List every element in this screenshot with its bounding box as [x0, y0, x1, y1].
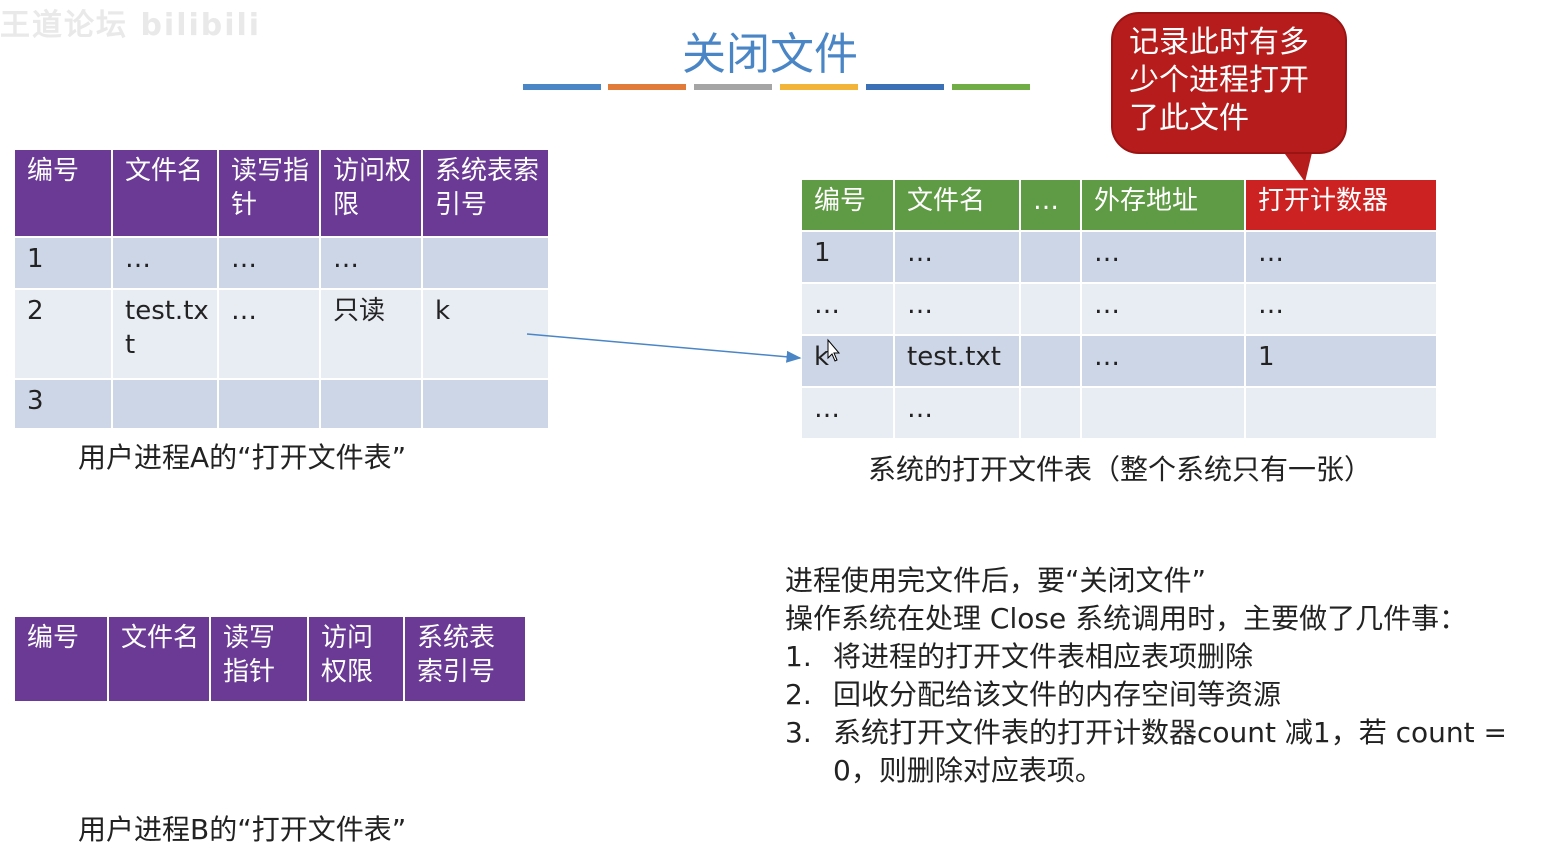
table-cell: 3: [13, 378, 113, 430]
list-item-number: 2.: [785, 678, 812, 711]
header-cell-storage-address: 外存地址: [1080, 178, 1246, 232]
list-item-text: 系统打开文件表的打开计数器count 减1，若 count = 0，则删除对应表…: [833, 716, 1507, 787]
table-cell: …: [800, 282, 895, 336]
header-cell-filename: 文件名: [111, 148, 219, 238]
header-cell-access: 访问权限: [319, 148, 423, 238]
table-header-row: 编号 文件名 读写指针 访问权限 系统表索引号: [13, 615, 527, 703]
table-cell: 2: [13, 288, 113, 380]
process-b-caption: 用户进程B的“打开文件表”: [78, 813, 407, 846]
table-cell: …: [893, 282, 1021, 336]
system-table-caption: 系统的打开文件表（整个系统只有一张）: [868, 453, 1373, 486]
close-file-notes: 进程使用完文件后，要“关闭文件” 操作系统在处理 Close 系统调用时，主要做…: [785, 562, 1555, 790]
table-cell: [421, 378, 550, 430]
table-row: … … … …: [800, 282, 1438, 336]
system-open-file-table: 编号 文件名 … 外存地址 打开计数器 1 … … … … … … … k te…: [800, 178, 1438, 440]
table-cell: test.txt: [893, 334, 1021, 388]
header-cell-rw-pointer: 读写指针: [217, 148, 321, 238]
process-b-open-file-table: 编号 文件名 读写指针 访问权限 系统表索引号: [13, 615, 527, 703]
table-cell: …: [893, 386, 1021, 440]
list-item: 2. 回收分配给该文件的内存空间等资源: [785, 676, 1555, 714]
table-row: … …: [800, 386, 1438, 440]
header-cell-id: 编号: [13, 615, 109, 703]
table-cell: …: [217, 236, 321, 290]
table-cell: …: [893, 230, 1021, 284]
callout-bubble: 记录此时有多少个进程打开了此文件: [1111, 12, 1347, 154]
header-cell-access: 访问权限: [307, 615, 405, 703]
table-cell: [1019, 282, 1082, 336]
table-row: k test.txt … 1: [800, 334, 1438, 388]
list-item: 1. 将进程的打开文件表相应表项删除: [785, 638, 1555, 676]
header-cell-filename: 文件名: [893, 178, 1021, 232]
table-cell: [1080, 386, 1246, 440]
header-cell-sys-index: 系统表索引号: [421, 148, 550, 238]
table-cell: [1019, 230, 1082, 284]
table-cell: …: [1080, 334, 1246, 388]
table-row: 1 … … …: [800, 230, 1438, 284]
table-header-row: 编号 文件名 … 外存地址 打开计数器: [800, 178, 1438, 232]
header-cell-id: 编号: [13, 148, 113, 238]
table-cell: 1: [13, 236, 113, 290]
table-cell: …: [800, 386, 895, 440]
table-cell: …: [1080, 230, 1246, 284]
table-cell: [217, 378, 321, 430]
list-item-text: 将进程的打开文件表相应表项删除: [833, 640, 1254, 673]
header-cell-sys-index: 系统表索引号: [403, 615, 527, 703]
notes-line: 操作系统在处理 Close 系统调用时，主要做了几件事：: [785, 602, 1468, 635]
table-cell: …: [319, 236, 423, 290]
table-cell: [421, 236, 550, 290]
title-bar-segment: [780, 84, 858, 90]
table-cell: 只读: [319, 288, 423, 380]
header-cell-filename: 文件名: [107, 615, 211, 703]
table-row: 3: [13, 378, 550, 430]
list-item-number: 3.: [785, 716, 812, 749]
table-row: 1 … … …: [13, 236, 550, 290]
table-cell: [1244, 386, 1438, 440]
header-cell-open-counter: 打开计数器: [1244, 178, 1438, 232]
table-cell: [1019, 334, 1082, 388]
table-cell: k: [800, 334, 895, 388]
table-cell: …: [1080, 282, 1246, 336]
list-item-number: 1.: [785, 640, 812, 673]
header-cell-id: 编号: [800, 178, 895, 232]
table-cell: …: [111, 236, 219, 290]
watermark: 王道论坛 bilibili: [0, 8, 262, 43]
title-bar-segment: [952, 84, 1030, 90]
notes-line: 进程使用完文件后，要“关闭文件”: [785, 564, 1207, 597]
title-bar-segment: [523, 84, 601, 90]
table-header-row: 编号 文件名 读写指针 访问权限 系统表索引号: [13, 148, 550, 238]
slide-title: 关闭文件: [682, 29, 858, 80]
table-cell: …: [1244, 282, 1438, 336]
header-cell-rw-pointer: 读写指针: [209, 615, 309, 703]
table-cell: …: [1244, 230, 1438, 284]
table-cell: test.txt: [111, 288, 219, 380]
table-cell: 1: [1244, 334, 1438, 388]
process-a-open-file-table: 编号 文件名 读写指针 访问权限 系统表索引号 1 … … … 2 test.t…: [13, 148, 550, 430]
table-row: 2 test.txt … 只读 k: [13, 288, 550, 380]
table-cell: [111, 378, 219, 430]
table-cell: [1019, 386, 1082, 440]
title-bar-segment: [608, 84, 686, 90]
process-a-caption: 用户进程A的“打开文件表”: [78, 441, 407, 474]
header-cell-ellipsis: …: [1019, 178, 1082, 232]
table-cell: 1: [800, 230, 895, 284]
list-item: 3. 系统打开文件表的打开计数器count 减1，若 count = 0，则删除…: [785, 714, 1555, 790]
table-cell: [319, 378, 423, 430]
title-bar-segment: [694, 84, 772, 90]
table-cell: k: [421, 288, 550, 380]
title-bar-segment: [866, 84, 944, 90]
arrow-line: [526, 333, 802, 363]
table-cell: …: [217, 288, 321, 380]
list-item-text: 回收分配给该文件的内存空间等资源: [833, 678, 1282, 711]
